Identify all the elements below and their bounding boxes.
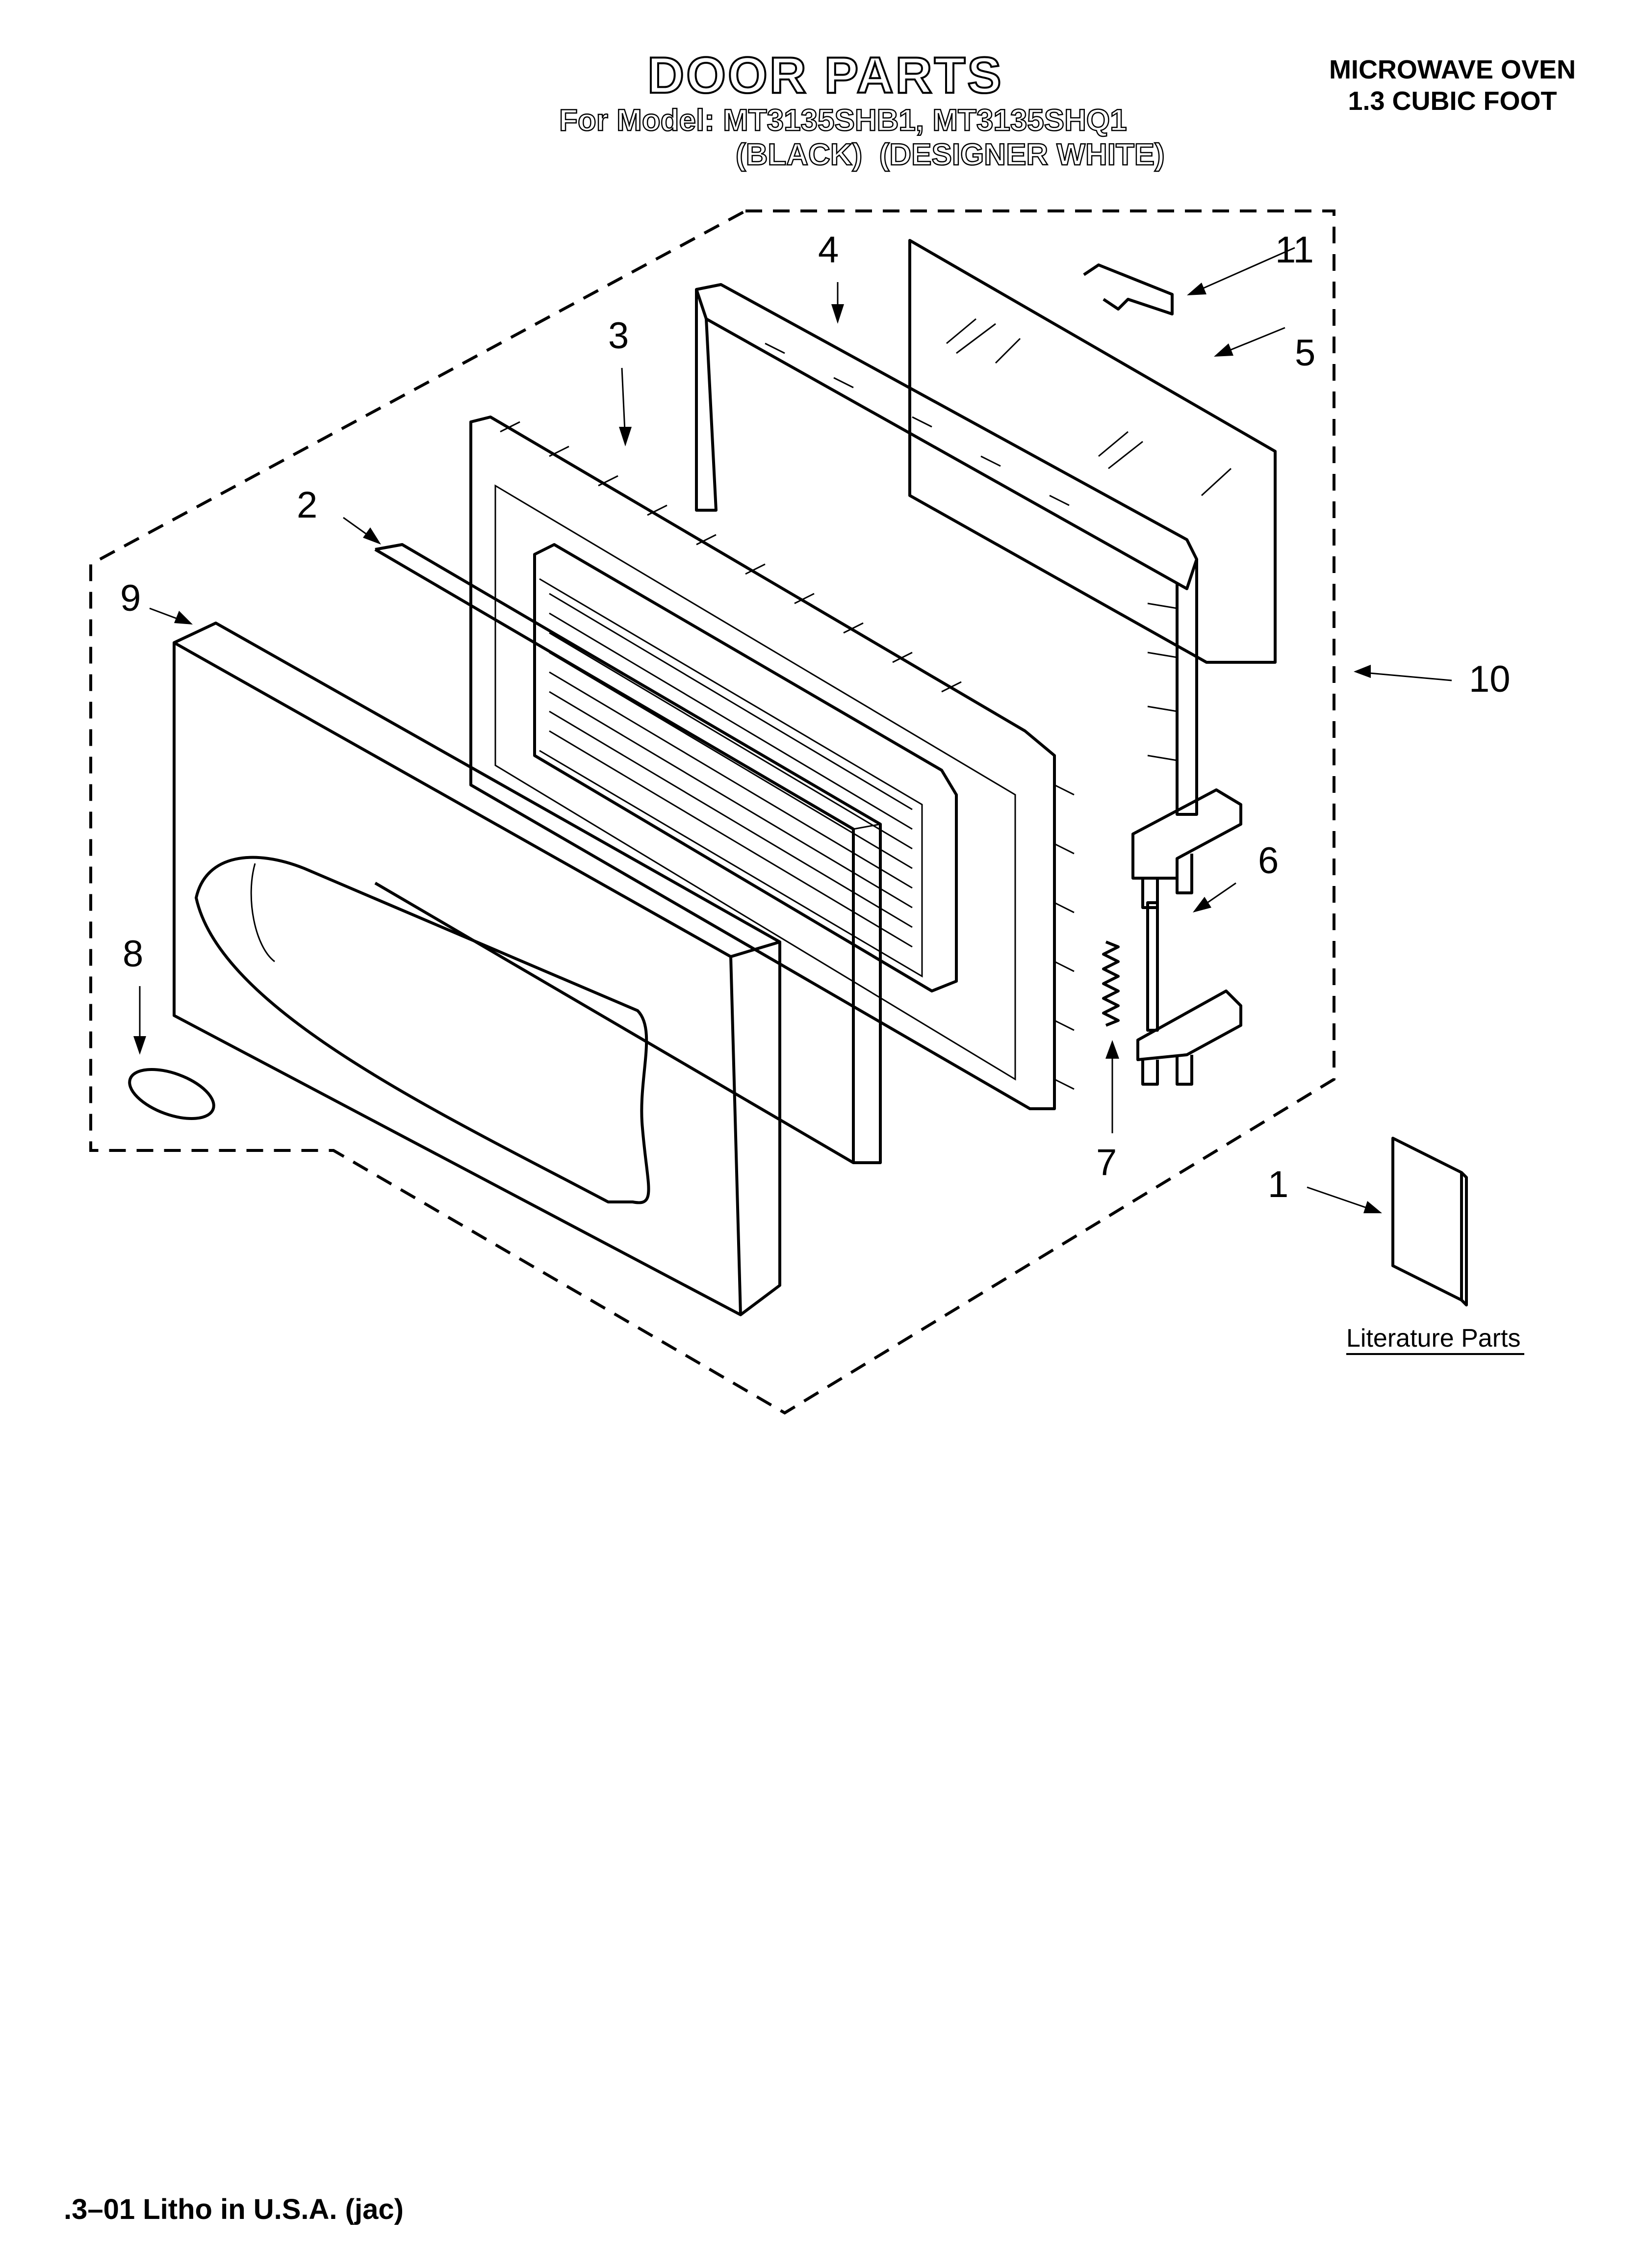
part-badge: [128, 1068, 215, 1121]
callout-9: 9: [120, 577, 141, 619]
callout-2: 2: [297, 484, 317, 526]
callout-6: 6: [1258, 840, 1279, 882]
part-latch: [1131, 788, 1242, 1086]
callout-10: 10: [1469, 658, 1511, 700]
part-clip: [1083, 263, 1174, 315]
part-choke-frame: [695, 283, 1198, 816]
part-spring: [1102, 940, 1120, 1027]
callout-8: 8: [123, 933, 143, 975]
part-literature: [1391, 1137, 1468, 1306]
arrowheads: [133, 283, 1382, 1213]
assembly-boundary: [89, 209, 1335, 1415]
literature-parts-label: Literature Parts: [1346, 1324, 1521, 1353]
callout-7: 7: [1096, 1142, 1117, 1183]
callout-5: 5: [1295, 332, 1315, 374]
part-door-panel: [374, 543, 882, 1164]
part-inner-frame: [469, 416, 1075, 1110]
page-title: DOOR PARTS: [646, 46, 1003, 105]
print-footer: .3–01 Litho in U.S.A. (jac): [64, 2193, 404, 2225]
callout-11: 11: [1275, 229, 1314, 271]
part-glass-panel: [908, 239, 1277, 664]
callout-3: 3: [608, 315, 629, 357]
callout-4: 4: [818, 229, 839, 271]
callout-1: 1: [1268, 1164, 1288, 1205]
model-numbers: For Model: MT3135SHB1, MT3135SHQ1: [559, 103, 1128, 138]
product-description: MICROWAVE OVEN 1.3 CUBIC FOOT: [1329, 54, 1576, 117]
model-colors: (BLACK) (DESIGNER WHITE): [735, 137, 1165, 173]
part-door-outer: [173, 622, 781, 1316]
product-line-2: 1.3 CUBIC FOOT: [1348, 86, 1557, 116]
product-line-1: MICROWAVE OVEN: [1329, 55, 1576, 84]
